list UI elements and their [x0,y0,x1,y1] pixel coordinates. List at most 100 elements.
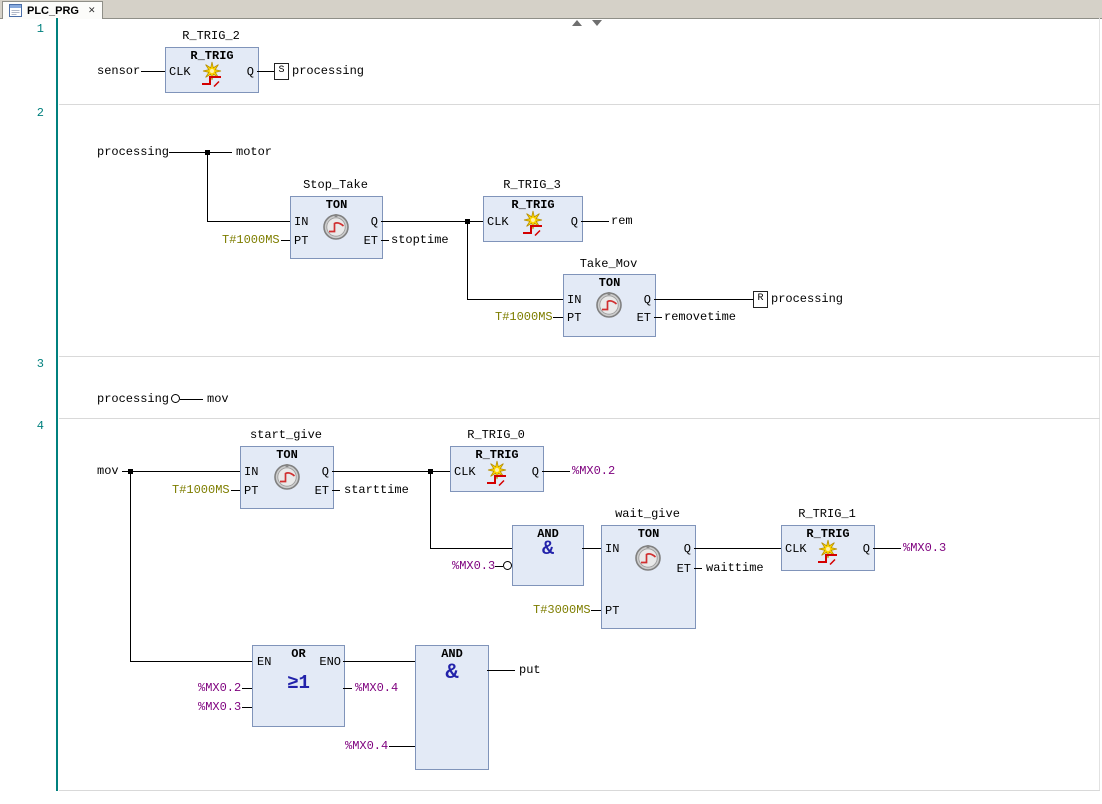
output-variable[interactable]: waittime [706,561,764,575]
wire [873,548,901,549]
time-literal[interactable]: T#1000MS [172,483,230,497]
input-variable[interactable]: sensor [97,64,140,78]
wire [553,317,563,318]
wire [343,661,415,662]
instance-label[interactable]: start_give [240,428,332,442]
ton-block[interactable]: TON IN PT Q ET [290,196,383,259]
pin-et: ET [315,484,329,498]
instance-label[interactable]: Stop_Take [290,178,381,192]
wire [487,670,515,671]
time-literal[interactable]: T#1000MS [495,310,553,324]
wire [169,152,232,153]
ton-block[interactable]: TON IN PT Q ET [563,274,656,337]
output-variable[interactable]: mov [207,392,229,406]
rtrig-block[interactable]: R_TRIG CLK Q [781,525,875,571]
and-symbol: & [513,540,583,560]
set-coil[interactable]: S [274,63,289,80]
pin-en: EN [257,655,271,669]
ton-block[interactable]: TON IN PT Q ET [240,446,334,509]
wire [467,299,563,300]
time-literal[interactable]: T#1000MS [222,233,280,247]
rising-edge-spark-icon [200,61,224,87]
network-2-number[interactable]: 2 [24,106,44,120]
and-symbol: & [416,662,488,684]
wire [343,688,352,689]
pin-et: ET [637,311,651,325]
wire [231,490,240,491]
pin-in: IN [244,465,258,479]
instance-label[interactable]: Take_Mov [563,257,654,271]
rtrig-block[interactable]: R_TRIG CLK Q [450,446,544,492]
block-title: TON [291,198,382,212]
pin-q: Q [644,293,651,307]
pin-et: ET [364,234,378,248]
timer-clock-icon [273,463,301,491]
pin-clk: CLK [785,542,807,556]
wire [180,399,203,400]
and-block[interactable]: AND & [512,525,584,586]
input-address[interactable]: %MX0.4 [345,739,388,753]
ton-block[interactable]: TON IN PT Q ET [601,525,696,629]
or-block[interactable]: OR EN ENO ≥1 [252,645,345,727]
pin-in: IN [294,215,308,229]
wire [389,746,415,747]
wire [242,707,252,708]
input-address[interactable]: %MX0.3 [452,559,495,573]
time-literal[interactable]: T#3000MS [533,603,591,617]
rtrig-block[interactable]: R_TRIG CLK Q [483,196,583,242]
negation-circle-icon [503,561,512,570]
wire [207,221,290,222]
output-variable[interactable]: starttime [344,483,409,497]
pin-pt: PT [567,311,581,325]
instance-label[interactable]: R_TRIG_1 [781,507,873,521]
wire [242,688,252,689]
input-variable[interactable]: mov [97,464,119,478]
splitter-collapse-up-icon[interactable] [572,20,582,26]
block-title: TON [602,527,695,541]
input-variable[interactable]: processing [97,145,169,159]
output-variable[interactable]: put [519,663,541,677]
instance-label[interactable]: R_TRIG_3 [483,178,581,192]
network-separator [59,790,1100,791]
output-variable[interactable]: processing [292,64,364,78]
input-variable[interactable]: processing [97,392,169,406]
network-4-number[interactable]: 4 [24,419,44,433]
output-variable[interactable]: removetime [664,310,736,324]
instance-label[interactable]: R_TRIG_2 [165,29,257,43]
input-address[interactable]: %MX0.3 [198,700,241,714]
network-1-number[interactable]: 1 [24,22,44,36]
instance-label[interactable]: R_TRIG_0 [450,428,542,442]
pin-q: Q [684,542,691,556]
pin-q: Q [571,215,578,229]
output-variable[interactable]: rem [611,214,633,228]
output-variable[interactable]: processing [771,292,843,306]
output-variable[interactable]: stoptime [391,233,449,247]
output-address[interactable]: %MX0.2 [572,464,615,478]
wire [581,221,609,222]
reset-coil[interactable]: R [753,291,768,308]
output-variable[interactable]: motor [236,145,272,159]
wire [430,548,512,549]
input-address[interactable]: %MX0.2 [198,681,241,695]
network-3-number[interactable]: 3 [24,357,44,371]
pin-q: Q [371,215,378,229]
output-address[interactable]: %MX0.4 [355,681,398,695]
wire [122,471,240,472]
output-address[interactable]: %MX0.3 [903,541,946,555]
instance-label[interactable]: wait_give [601,507,694,521]
timer-clock-icon [634,544,662,572]
tab-close-icon[interactable]: ✕ [88,5,96,16]
block-title: TON [564,276,655,290]
pin-q: Q [247,65,254,79]
wire [582,548,601,549]
rising-edge-spark-icon [485,460,509,486]
wire [381,240,389,241]
and-block[interactable]: AND & [415,645,489,770]
splitter-collapse-down-icon[interactable] [592,20,602,26]
network-separator [59,356,1100,357]
pin-clk: CLK [169,65,191,79]
wire [542,471,570,472]
tab-plc-prg[interactable]: PLC_PRG ✕ [2,1,103,19]
rtrig-block[interactable]: R_TRIG CLK Q [165,47,259,93]
pin-q: Q [532,465,539,479]
